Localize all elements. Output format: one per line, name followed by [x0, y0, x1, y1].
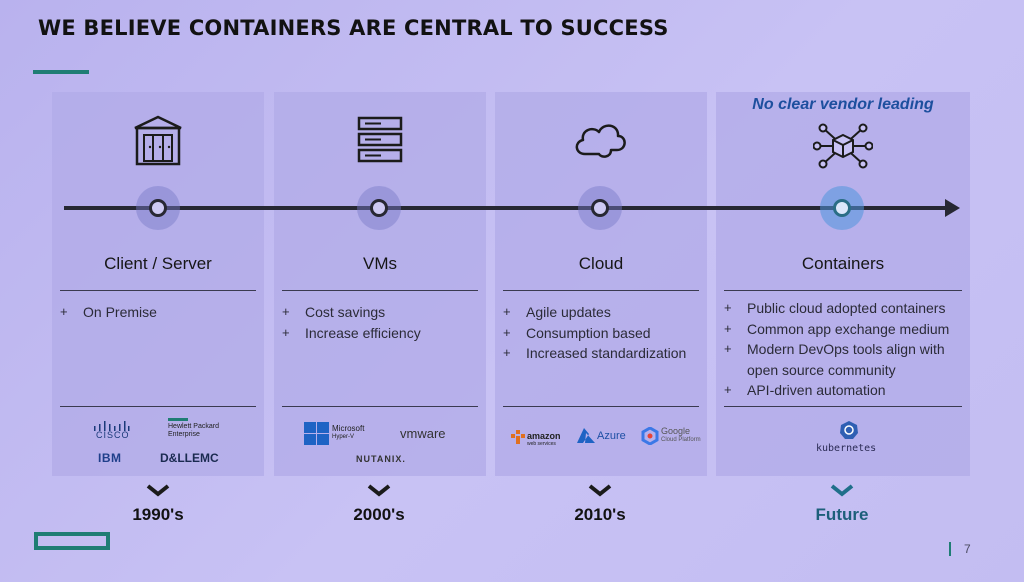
era-label: 2010's [574, 505, 626, 524]
divider [503, 406, 699, 407]
aws-logo-icon [511, 430, 527, 449]
bullet-item: Common app exchange medium [724, 319, 966, 340]
vendor-logos: kubernetes [724, 414, 962, 469]
bullet-list: Public cloud adopted containers Common a… [724, 298, 966, 401]
bullet-item: Public cloud adopted containers [724, 298, 966, 319]
timeline-node [578, 186, 622, 230]
vendor-logos: amazon web services Azure Google Cloud P… [503, 414, 701, 469]
divider [724, 290, 962, 291]
timeline-arrowhead-icon [945, 199, 960, 217]
timeline-line [64, 206, 949, 210]
cisco-logo-text: CISCO [96, 430, 130, 440]
column-cloud: Cloud Agile updates Consumption based In… [495, 92, 707, 476]
column-label: VMs [363, 254, 397, 273]
azure-logo-text: Azure [597, 430, 626, 442]
bullet-item: Increased standardization [503, 343, 703, 364]
cloud-icon [495, 114, 707, 164]
dellemc-logo: D&LLEMC [160, 451, 219, 465]
chevron-down-icon [146, 484, 170, 497]
footer-logo-box [34, 532, 110, 550]
cisco-logo [92, 418, 132, 436]
bullet-list: On Premise [60, 302, 260, 323]
timeline-node [136, 186, 180, 230]
column-containers: No clear vendor leading Containers Publi… [716, 92, 970, 476]
bullet-item: On Premise [60, 302, 260, 323]
hpe-logo-bar [168, 418, 188, 421]
title-accent-bar [33, 70, 89, 74]
nutanix-logo: NUTANIX. [356, 454, 406, 464]
kubernetes-logo-text: kubernetes [816, 443, 877, 454]
divider [60, 290, 256, 291]
hpe-logo-text: Hewlett Packard [168, 423, 219, 430]
bullet-item: Increase efficiency [282, 323, 482, 344]
divider [60, 406, 256, 407]
bullet-item: Cost savings [282, 302, 482, 323]
kubernetes-logo-icon [839, 420, 859, 445]
aws-logo-subtext: web services [527, 441, 556, 447]
page-number-divider [949, 542, 951, 556]
bullet-item: Modern DevOps tools align with open sour… [724, 339, 966, 380]
google-cloud-subtext: Cloud Platform [661, 437, 701, 443]
data-center-building-icon [52, 114, 264, 166]
era-label: 2000's [353, 505, 405, 524]
azure-logo-icon [577, 428, 595, 449]
bullet-list: Cost savings Increase efficiency [282, 302, 482, 343]
bullet-item: Consumption based [503, 323, 703, 344]
vendor-note: No clear vendor leading [752, 96, 934, 113]
timeline-node-future [820, 186, 864, 230]
chevron-down-icon [830, 484, 854, 497]
vmware-logo: vmware [400, 426, 446, 441]
chevron-down-icon [588, 484, 612, 497]
chevron-down-icon [367, 484, 391, 497]
divider [282, 290, 478, 291]
divider [282, 406, 478, 407]
windows-logo-icon [304, 422, 330, 451]
microsoft-logo-text: Microsoft [332, 424, 365, 433]
column-label: Client / Server [104, 254, 212, 273]
server-rack-icon [274, 114, 486, 164]
column-label: Cloud [578, 254, 624, 273]
timeline-node [357, 186, 401, 230]
bullet-list: Agile updates Consumption based Increase… [503, 302, 703, 364]
aws-logo-text: amazon [527, 431, 561, 441]
google-logo-text: Google [661, 426, 691, 436]
column-vms: VMs Cost savings Increase efficiency Mic… [274, 92, 486, 476]
column-label: Containers [801, 254, 885, 273]
container-network-icon [716, 118, 970, 169]
ibm-logo: IBM [98, 451, 122, 465]
column-client-server: Client / Server On Premise CISCO Hewlett… [52, 92, 264, 476]
divider [724, 406, 962, 407]
era-label-future: Future [815, 505, 869, 524]
hyperv-logo-text: Hyper-V [332, 434, 355, 440]
divider [503, 290, 699, 291]
bullet-item: API-driven automation [724, 380, 966, 401]
vendor-logos: Microsoft Hyper-V vmware NUTANIX. [282, 414, 478, 469]
google-cloud-logo-icon [641, 426, 659, 450]
era-label: 1990's [132, 505, 184, 524]
vendor-logos: CISCO Hewlett Packard Enterprise IBM D&L… [60, 414, 256, 469]
page-number: 7 [964, 542, 971, 556]
bullet-item: Agile updates [503, 302, 703, 323]
hpe-logo-text-2: Enterprise [168, 431, 200, 438]
slide-title: WE BELIEVE CONTAINERS ARE CENTRAL TO SUC… [38, 16, 669, 40]
